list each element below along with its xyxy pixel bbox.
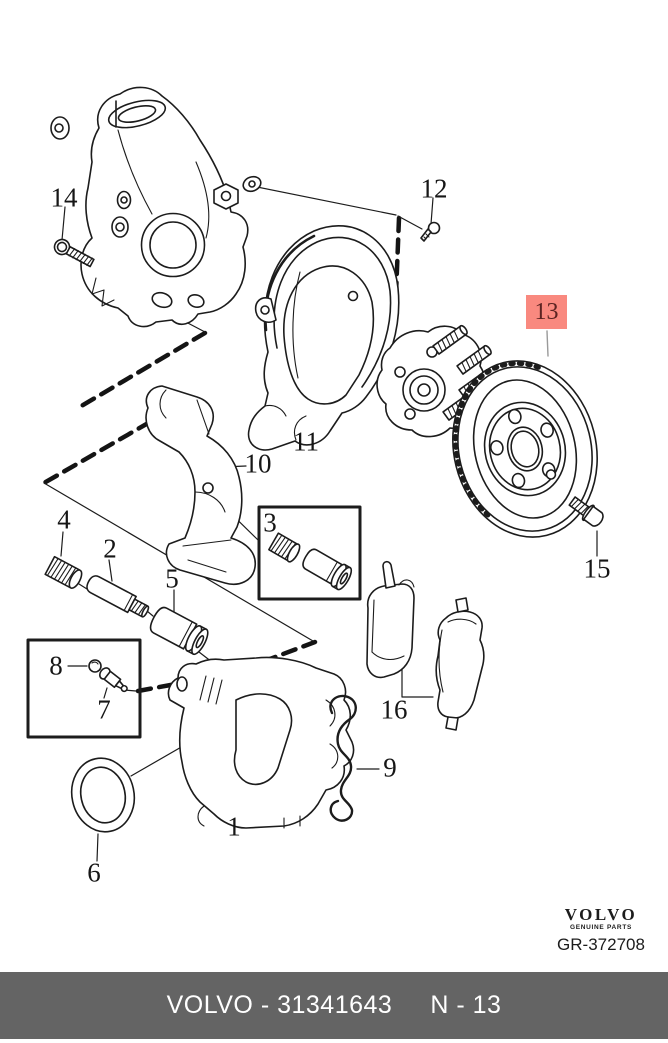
- callout-4: 4: [57, 504, 71, 535]
- callout-14: 14: [50, 182, 78, 213]
- drawing-reference: GR-372708: [557, 934, 645, 954]
- callout-15: 15: [583, 553, 611, 584]
- brake-pad-outer-drawing: [435, 597, 485, 731]
- caliper-bracket-drawing: [145, 385, 256, 585]
- splash-shield-drawing: [247, 225, 400, 451]
- callout-11: 11: [293, 426, 319, 457]
- brake-caliper-drawing: [167, 656, 355, 829]
- cap-4-drawing: [44, 555, 83, 589]
- callout-9: 9: [383, 752, 397, 783]
- callout-10: 10: [244, 448, 272, 479]
- callout-16: 16: [380, 694, 408, 725]
- volvo-wordmark: VOLVO: [564, 905, 638, 924]
- callout-3: 3: [263, 507, 277, 538]
- callout-1: 1: [227, 811, 241, 842]
- guide-pin-2-drawing: [86, 575, 150, 618]
- callout-7: 7: [97, 694, 111, 725]
- brake-disc-drawing: [452, 360, 598, 538]
- callout-12: 12: [420, 173, 448, 204]
- retaining-spring-drawing: [329, 694, 357, 822]
- genuine-parts-label: GENUINE PARTS: [569, 923, 633, 931]
- callout-6: 6: [87, 857, 101, 888]
- steering-knuckle-drawing: [50, 86, 262, 328]
- bolt-14-drawing: [53, 238, 95, 268]
- seal-ring-drawing: [70, 757, 136, 833]
- volvo-genuine-parts-stamp: VOLVO GENUINE PARTS GR-372708: [540, 906, 662, 954]
- callout-5: 5: [165, 563, 179, 594]
- callout-8: 8: [49, 650, 63, 681]
- kit-box-7-8: [26, 638, 142, 739]
- brake-pad-inner-drawing: [366, 560, 415, 679]
- footer-page-ref: N - 13: [430, 991, 502, 1019]
- footer-bar: VOLVO - 31341643 N - 13: [0, 972, 668, 1039]
- sleeve-5-drawing: [149, 606, 209, 656]
- screw-12-drawing: [420, 221, 441, 242]
- callout-2: 2: [103, 533, 117, 564]
- highlight-13-label: 13: [526, 295, 567, 329]
- kit-box-3: [257, 505, 362, 601]
- bolt-15-drawing: [568, 496, 604, 527]
- footer-part-number: VOLVO - 31341643: [166, 991, 393, 1019]
